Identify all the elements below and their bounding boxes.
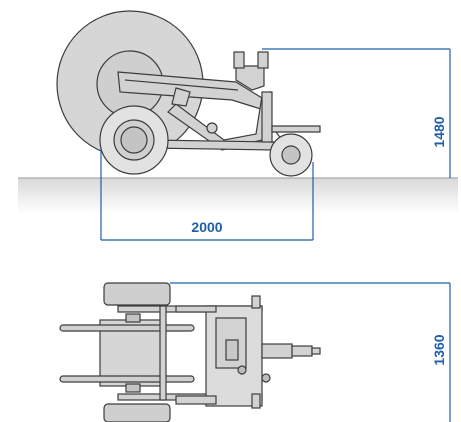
ground-shadow — [18, 178, 458, 214]
front-wheel — [269, 125, 321, 177]
dimension-width-side — [100, 148, 314, 241]
top-view: 1360 — [59, 282, 451, 422]
side-view: 1480 2000 — [18, 10, 458, 241]
width-label: 2000 — [191, 219, 222, 235]
top-towbar — [261, 343, 321, 359]
machine-frame — [117, 51, 275, 151]
height-label: 1480 — [431, 116, 447, 147]
top-chassis — [117, 295, 271, 409]
dimension-height-top — [170, 282, 451, 422]
top-drum — [59, 313, 195, 393]
dimension-height-side — [262, 48, 451, 178]
rear-wheel — [99, 105, 169, 175]
top-width-label: 1360 — [431, 334, 447, 365]
top-wheels — [103, 282, 171, 422]
